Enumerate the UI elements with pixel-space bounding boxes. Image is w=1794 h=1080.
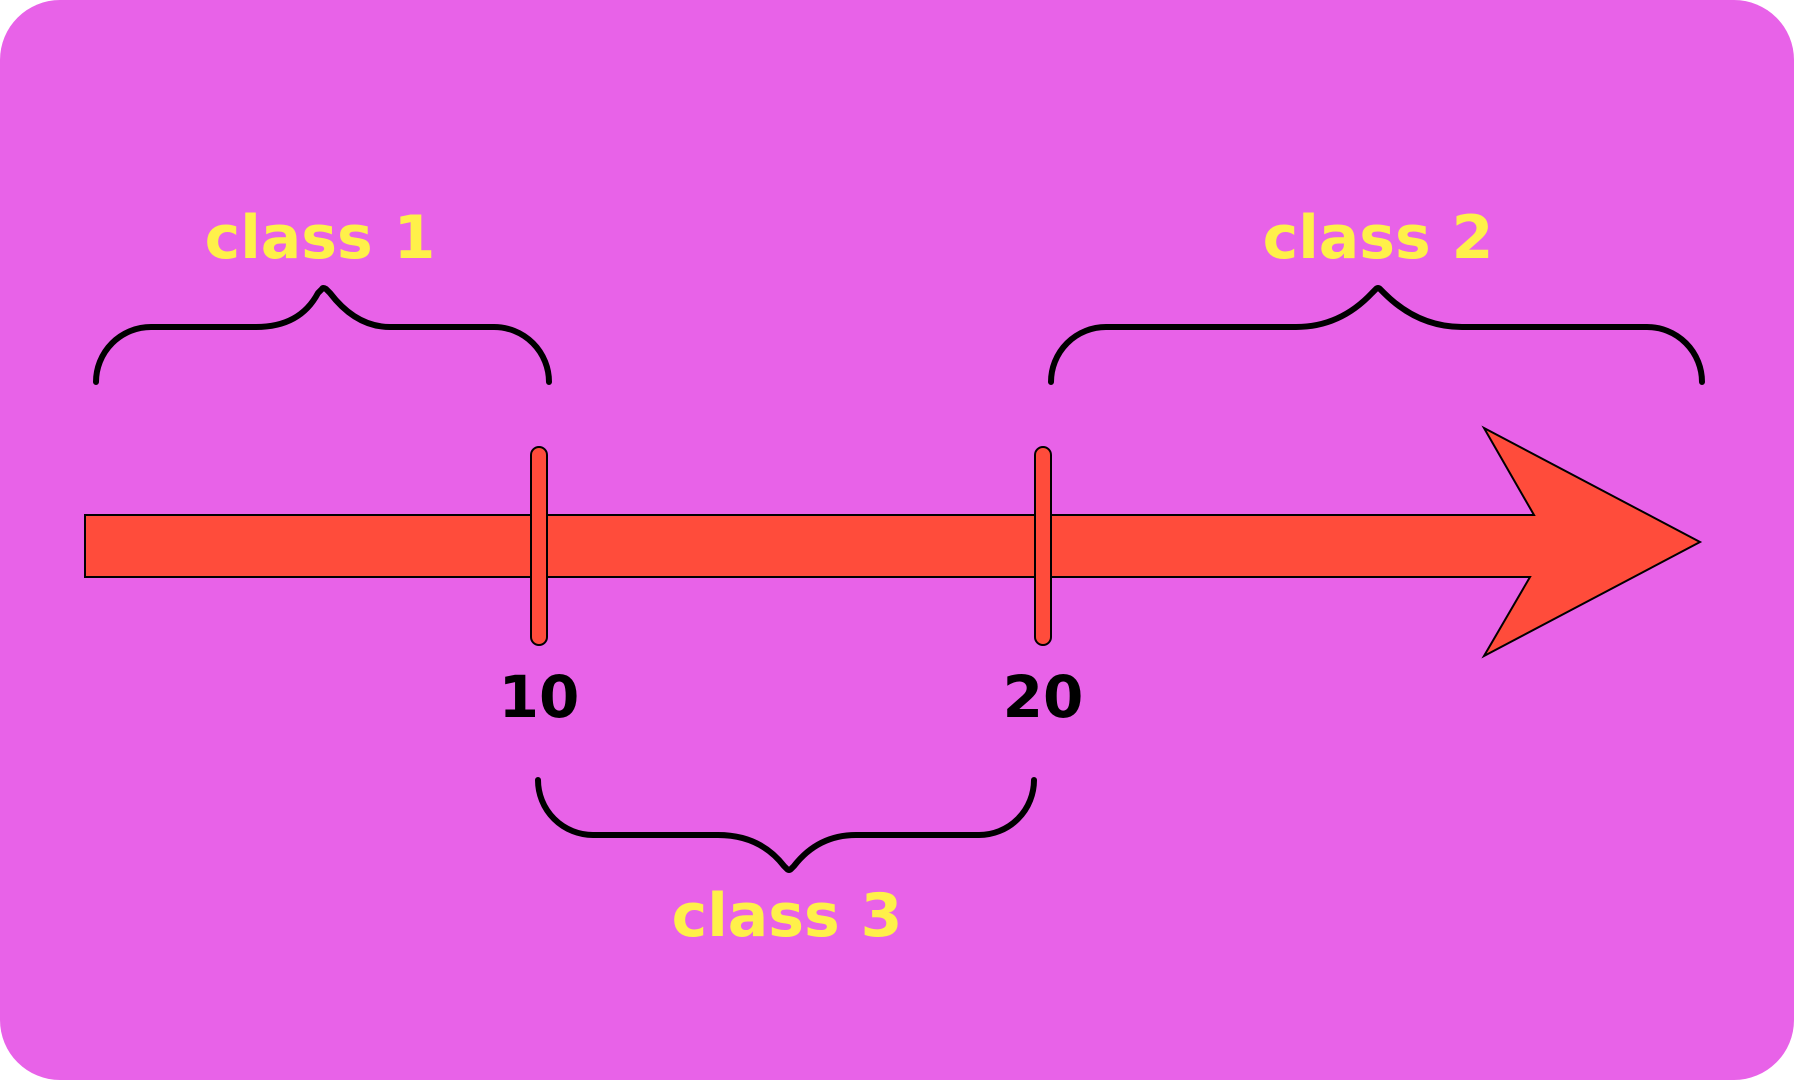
tick-mark-10 (530, 446, 548, 646)
class-3-label: class 3 (672, 881, 903, 951)
class-2-label: class 2 (1263, 203, 1494, 273)
tick-mark-20 (1034, 446, 1052, 646)
tick-label-20: 20 (1003, 663, 1084, 731)
tick-label-10: 10 (499, 663, 580, 731)
class-2-brace (1048, 285, 1705, 385)
class-3-brace (535, 777, 1037, 873)
class-1-brace (93, 285, 552, 385)
class-1-label: class 1 (205, 203, 436, 273)
number-line-arrow (84, 425, 1703, 659)
